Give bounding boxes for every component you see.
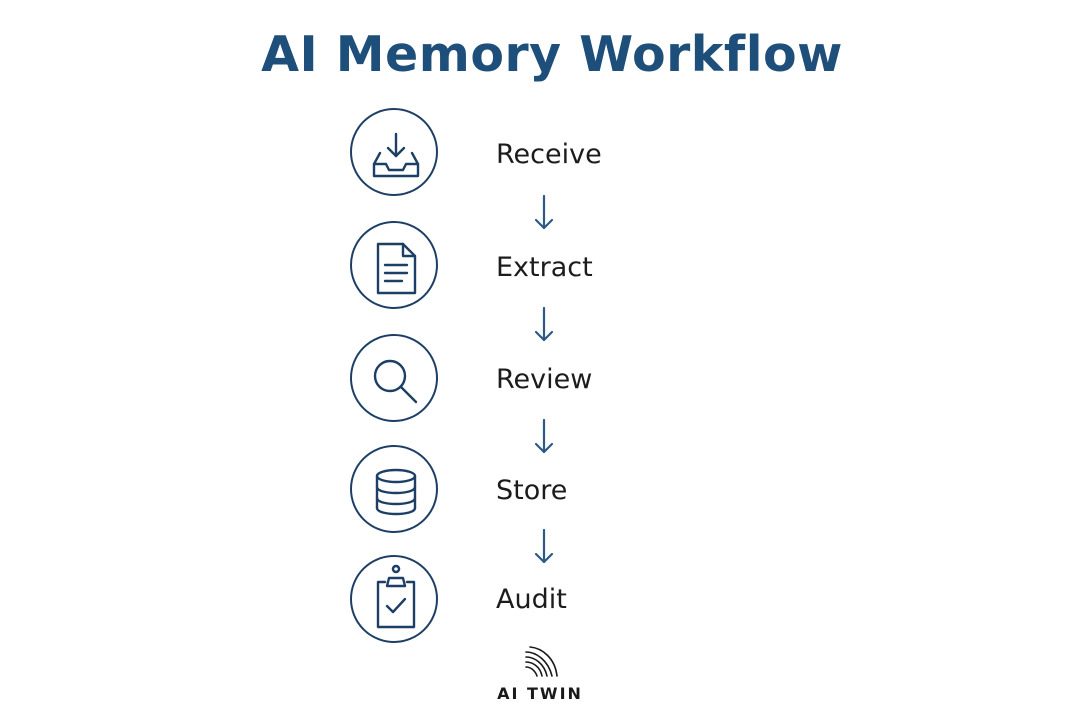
arrow-down-icon (534, 528, 554, 564)
step-label-receive: Receive (496, 139, 602, 170)
arrow-down-icon (534, 306, 554, 342)
signal-arcs-icon (525, 646, 558, 677)
step-label-audit: Audit (496, 584, 567, 615)
step-label-store: Store (496, 475, 568, 506)
page-title: AI Memory Workflow (261, 26, 843, 83)
step-receive-icon-circle (350, 108, 438, 196)
document-icon (376, 242, 417, 295)
step-label-review: Review (496, 364, 593, 395)
step-audit-icon-circle (350, 555, 438, 643)
magnifier-icon (373, 359, 418, 404)
inbox-download-icon (372, 132, 420, 178)
brand-logo: AI TWIN (480, 644, 600, 704)
database-icon (375, 468, 417, 516)
arrow-down-icon (534, 194, 554, 230)
arrow-down-icon (534, 418, 554, 454)
step-store-icon-circle (350, 445, 438, 533)
brand-wordmark: AI TWIN (497, 684, 583, 703)
step-extract-icon-circle (350, 221, 438, 309)
clipboard-check-icon (376, 564, 416, 629)
step-label-extract: Extract (496, 252, 593, 283)
step-review-icon-circle (350, 334, 438, 422)
